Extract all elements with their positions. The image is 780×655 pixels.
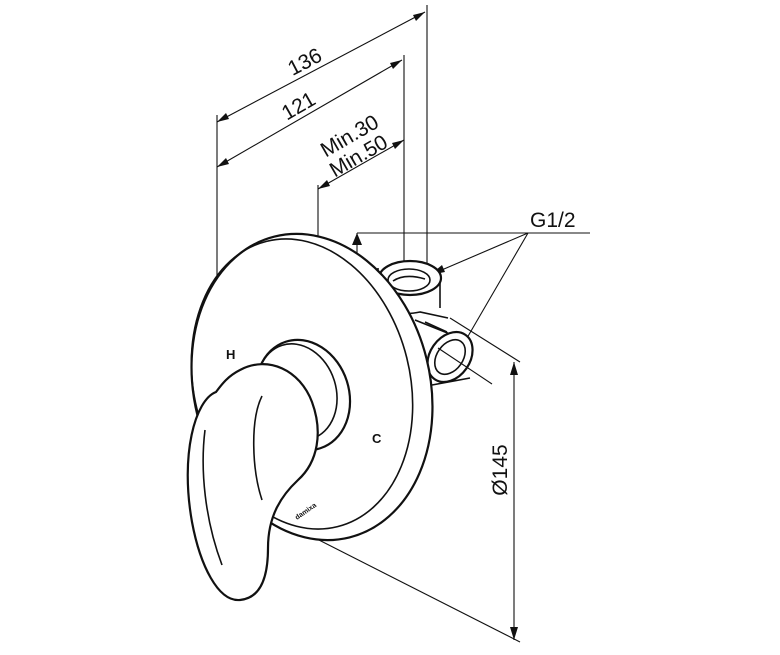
lever-outline <box>186 363 319 602</box>
thread-label: G1/2 <box>530 209 576 232</box>
arrowhead-min-right <box>392 140 404 149</box>
arrowhead-min-left <box>318 180 330 189</box>
dimension-min: Min.30 Min.50 <box>317 111 405 238</box>
arrowhead-136-right <box>413 12 425 21</box>
lever-edge-highlight <box>202 429 223 566</box>
side-outlet-outer <box>426 330 474 384</box>
lever-ridge <box>252 395 263 501</box>
dimension-diameter: Ø145 <box>314 317 521 643</box>
cold-marking: C <box>372 431 382 446</box>
extension-line-diameter-top <box>449 317 521 363</box>
thread-leader-top <box>429 232 529 276</box>
hot-marking: H <box>226 347 235 362</box>
arrowhead-136-left <box>217 113 229 122</box>
thread-arrow-left <box>352 233 362 245</box>
side-outlet-axis <box>437 347 493 385</box>
dimension-label-136: 136 <box>284 44 326 81</box>
thread-leader-side <box>459 232 529 351</box>
arrowhead-121-right <box>390 60 402 69</box>
dimension-136: 136 <box>216 5 428 268</box>
extension-line-diameter-bottom <box>314 537 521 643</box>
top-outlet-thread <box>392 275 426 282</box>
dimension-line-121 <box>216 59 403 168</box>
side-outlet-pipe <box>424 321 471 386</box>
arrowhead-diameter-top <box>510 362 518 375</box>
thread-callout: G1/2 <box>352 209 590 351</box>
dimension-label-diameter: Ø145 <box>489 444 512 495</box>
valve-body <box>377 259 493 386</box>
dimension-label-121: 121 <box>278 88 320 125</box>
escutcheon-inner-rim <box>190 238 414 530</box>
arrowhead-diameter-bottom <box>510 627 518 640</box>
dimension-line-min <box>317 139 405 190</box>
dimension-line-136 <box>216 11 426 123</box>
arrowhead-121-left <box>217 158 229 167</box>
